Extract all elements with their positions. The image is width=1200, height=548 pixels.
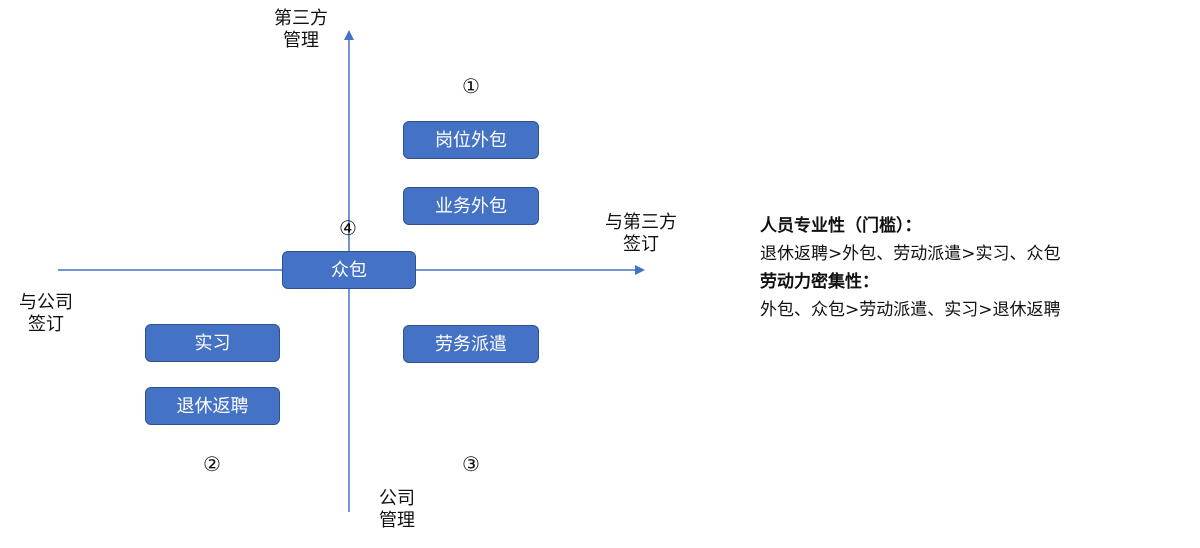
quadrant-number-4: ④ xyxy=(339,216,357,240)
box-business-outsourcing: 业务外包 xyxy=(403,187,539,225)
axis-label-right: 与第三方 签订 xyxy=(605,212,677,255)
quadrant-number-3: ③ xyxy=(462,452,480,476)
axis-label-bottom: 公司 管理 xyxy=(379,488,415,531)
axis-label-top: 第三方 管理 xyxy=(274,8,328,51)
quadrant-number-2: ② xyxy=(203,452,221,476)
quadrant-number-1: ① xyxy=(462,74,480,98)
notes-heading-professionalism: 人员专业性（门槛）： xyxy=(760,216,922,236)
box-post-outsourcing: 岗位外包 xyxy=(403,121,539,159)
notes-line-professionalism: 退休返聘>外包、劳动派遣>实习、众包 xyxy=(760,244,1061,264)
notes-panel: 人员专业性（门槛）： 退休返聘>外包、劳动派遣>实习、众包 劳动力密集性： 外包… xyxy=(760,212,1180,324)
notes-heading-labor-intensity: 劳动力密集性： xyxy=(760,272,879,292)
box-labor-dispatch: 劳务派遣 xyxy=(403,325,539,363)
box-retiree-rehire: 退休返聘 xyxy=(145,387,280,425)
notes-line-labor-intensity: 外包、众包>劳动派遣、实习>退休返聘 xyxy=(760,300,1061,320)
box-crowdsourcing: 众包 xyxy=(282,251,416,289)
axis-label-left: 与公司 签订 xyxy=(19,292,73,335)
box-internship: 实习 xyxy=(145,324,280,362)
